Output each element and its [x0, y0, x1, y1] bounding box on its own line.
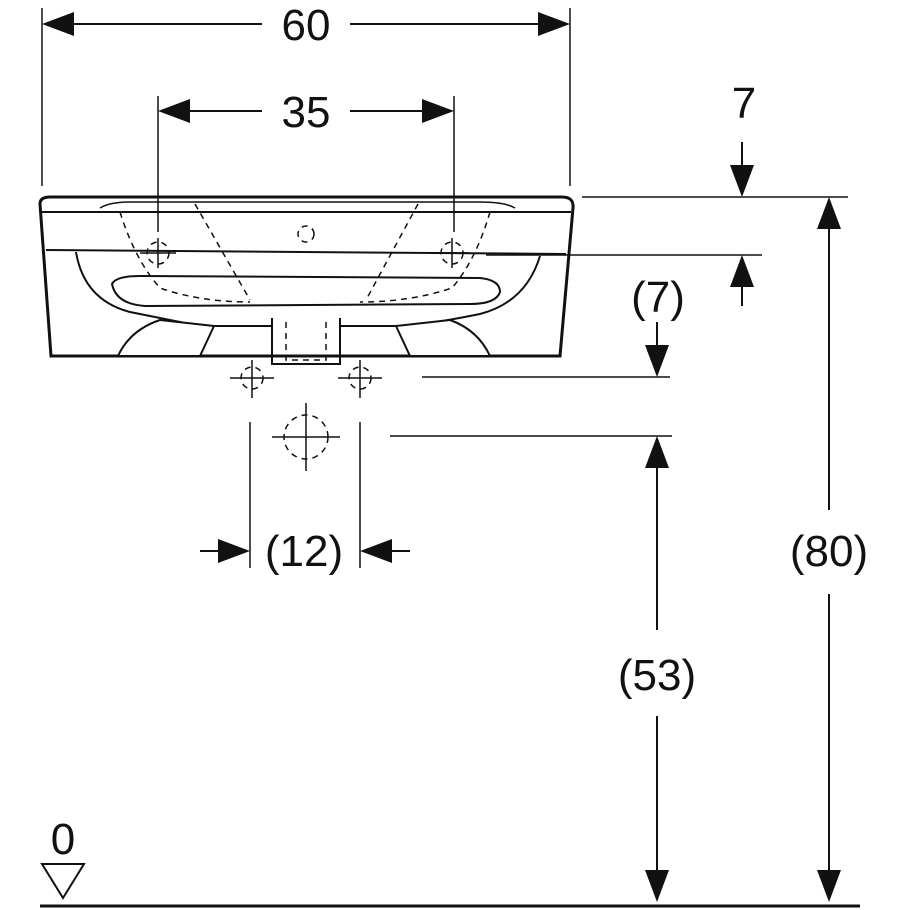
waste-outlet — [272, 403, 340, 471]
rim-thickness-dimension: 7 — [486, 79, 848, 306]
tap-hole-spacing-label: 35 — [282, 88, 331, 137]
floor-level: 0 — [40, 815, 860, 908]
rim-height-label: (80) — [790, 527, 868, 576]
supply-connections — [230, 360, 382, 398]
overall-width-label: 60 — [282, 1, 331, 50]
rim-height-dimension: (80) — [790, 197, 868, 902]
supply-spacing-dimension: (12) — [200, 422, 410, 576]
supply-spacing-label: (12) — [265, 527, 343, 576]
waste-height-dimension: (53) — [390, 435, 696, 902]
overall-width-dimension: 60 — [41, 1, 571, 186]
level-triangle-icon — [40, 863, 86, 900]
waste-offset-dimension: (7) — [422, 273, 685, 378]
waste-height-label: (53) — [618, 651, 696, 700]
rim-thickness-label: 7 — [732, 79, 756, 128]
washbasin-outline — [38, 195, 575, 365]
floor-level-label: 0 — [51, 815, 75, 864]
tap-hole-spacing-dimension: 35 — [157, 88, 455, 232]
waste-offset-label: (7) — [631, 273, 685, 322]
